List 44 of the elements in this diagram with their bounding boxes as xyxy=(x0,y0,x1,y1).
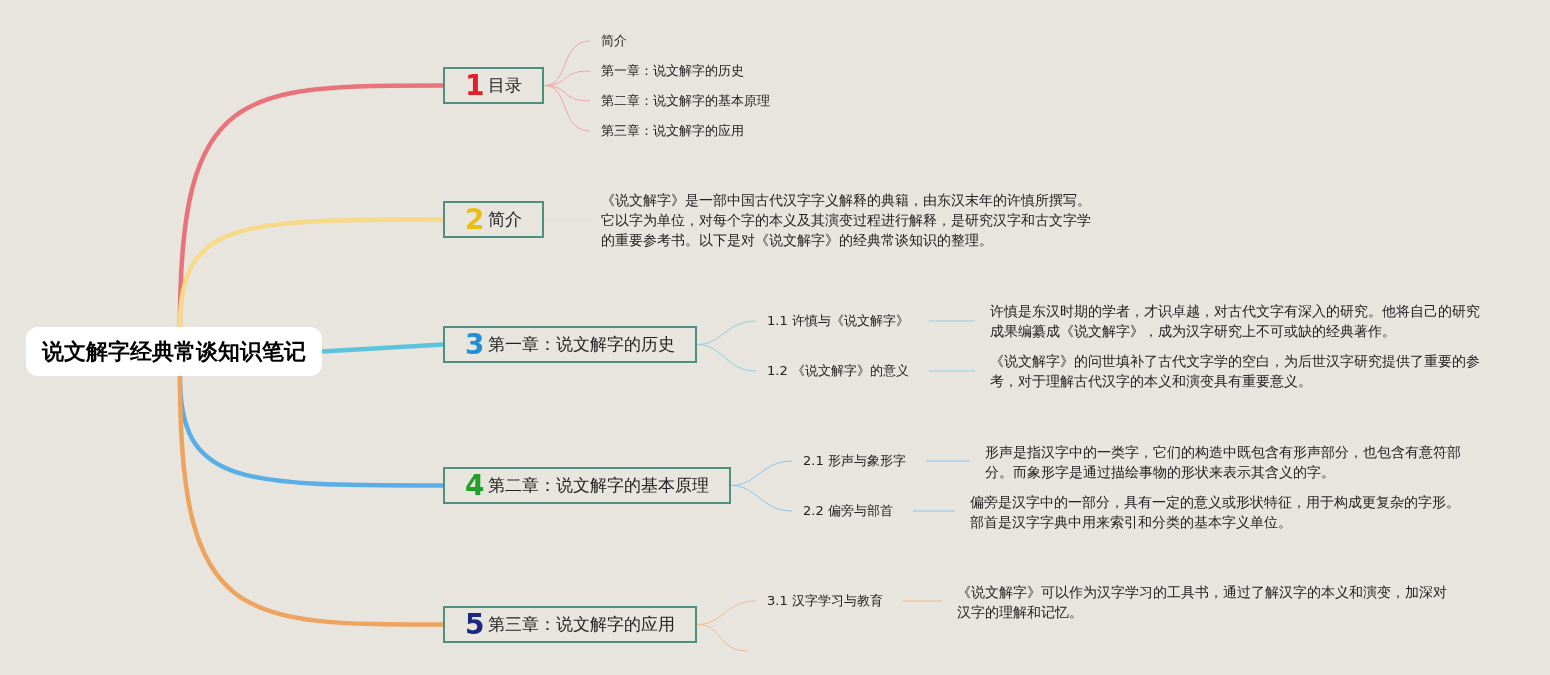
subtopic-text: 第二章：说文解字的基本原理 xyxy=(590,91,770,111)
subtopic-text: 第一章：说文解字的历史 xyxy=(590,61,744,81)
branch-line xyxy=(928,370,976,372)
topic-box xyxy=(443,201,545,238)
branch-line xyxy=(697,344,757,372)
branch-line xyxy=(321,342,444,354)
topic-title: 第一章：说文解字的历史 xyxy=(488,332,676,356)
branch-line xyxy=(544,219,594,220)
topic-number: 1 xyxy=(465,71,485,100)
branch-line xyxy=(902,600,943,602)
note-text: 《说文解字》的问世填补了古代文字学的空白，为后世汉字研究提供了重要的参考，对于理解古代汉字的本义和演变具有重要意义。 xyxy=(990,351,1490,391)
branch-line xyxy=(544,85,591,132)
branch-line xyxy=(177,217,443,328)
subtopic-text: 1.1 许慎与《说文解字》 xyxy=(756,311,909,331)
topic-title: 第二章：说文解字的基本原理 xyxy=(488,473,710,497)
topic-number: 2 xyxy=(465,205,485,234)
branch-line xyxy=(925,460,971,462)
topic-title: 目录 xyxy=(488,73,523,97)
subtopic-text: 1.2 《说文解字》的意义 xyxy=(756,361,909,381)
subtopic-text: 2.2 偏旁与部首 xyxy=(792,501,893,521)
note-text: 《说文解字》是一部中国古代汉字字义解释的典籍，由东汉末年的许慎所撰写。它以字为单位，对每个字的本义及其演变过程进行解释，是研究汉字和古文字学的重要参考书。以下是对《说文解字》的经典常谈知识的整理。 xyxy=(601,190,1101,250)
subtopic-text: 2.1 形声与象形字 xyxy=(792,451,906,471)
branch-line xyxy=(928,320,976,322)
topic-title: 简介 xyxy=(488,207,523,231)
topic-box xyxy=(443,67,545,104)
branch-line xyxy=(731,485,793,512)
topic-box xyxy=(443,326,698,363)
branch-line xyxy=(177,375,443,627)
topic-box xyxy=(443,467,732,504)
branch-line xyxy=(912,510,956,512)
note-text: 许慎是东汉时期的学者，才识卓越，对古代文字有深入的研究。他将自己的研究成果编纂成《说文解字》，成为汉字研究上不可或缺的经典著作。 xyxy=(990,301,1490,341)
topic-box xyxy=(443,606,698,643)
note-text: 形声是指汉字中的一类字，它们的构造中既包含有形声部分，也包含有意符部分。而象形字是通过描绘事物的形状来表示其含义的字。 xyxy=(985,442,1470,482)
topic-number: 3 xyxy=(465,330,485,359)
subtopic-text: 简介 xyxy=(590,31,627,51)
topic-number: 5 xyxy=(465,610,485,639)
note-text: 偏旁是汉字中的一部分，具有一定的意义或形状特征，用于构成更复杂的字形。部首是汉字字典中用来索引和分类的基本字义单位。 xyxy=(970,492,1465,532)
subtopic-text: 3.1 汉字学习与教育 xyxy=(756,591,883,611)
central-topic: 说文解字经典常谈知识笔记 xyxy=(26,327,322,376)
branch-line xyxy=(697,624,748,652)
topic-number: 4 xyxy=(465,471,485,500)
topic-title: 第三章：说文解字的应用 xyxy=(488,612,676,636)
note-text: 《说文解字》可以作为汉字学习的工具书，通过了解汉字的本义和演变，加深对汉字的理解和记忆。 xyxy=(957,582,1457,622)
subtopic-text: 第三章：说文解字的应用 xyxy=(590,121,744,141)
